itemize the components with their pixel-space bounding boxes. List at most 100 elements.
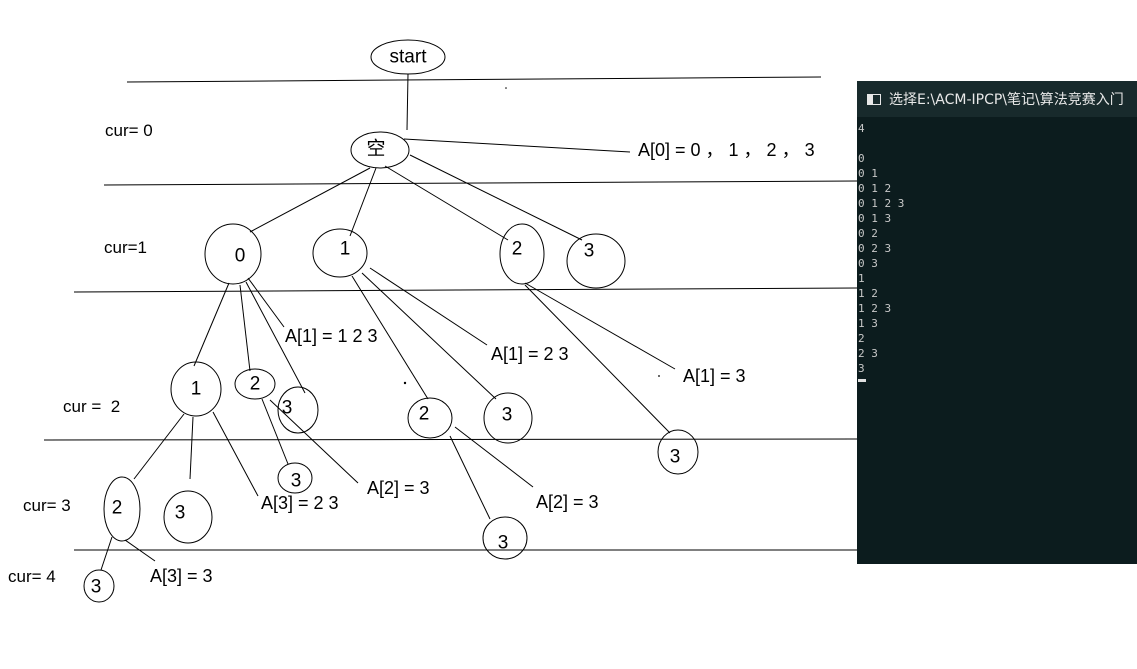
console-app-icon: [867, 93, 881, 105]
tree-node-1: [312, 228, 368, 278]
level-separator: [126, 76, 822, 83]
annotation-pointer: [369, 267, 488, 346]
node-label: 空: [366, 138, 385, 160]
console-line: 0 2 3: [858, 242, 892, 255]
level-label: cur= 0: [105, 121, 153, 140]
console-line: 3: [858, 362, 865, 375]
console-line: 1 2: [858, 287, 878, 300]
annotation-pointer: [269, 399, 359, 484]
level-label: cur = 2: [63, 397, 120, 416]
text-cursor: [858, 379, 866, 382]
tree-node-0: [204, 223, 262, 285]
node-label: 3: [282, 398, 293, 419]
tree-node-0-3: [277, 386, 319, 434]
annotation-pointer: [454, 426, 534, 488]
tree-edge: [189, 416, 194, 480]
tree-node-0-1: [170, 361, 222, 417]
console-line: 1 3: [858, 317, 878, 330]
tree-edge: [409, 154, 583, 241]
tree-node-0-2-3: [277, 462, 313, 494]
annotation-pointer: [124, 539, 156, 562]
node-label: 2: [512, 239, 523, 260]
node-label: start: [390, 47, 428, 68]
tree-node-0-1-2-3: [83, 569, 115, 603]
console-line: 1: [858, 272, 865, 285]
annotation-pointer: [524, 282, 676, 370]
node-label: 3: [670, 447, 681, 468]
tree-node-0-2: [234, 368, 276, 400]
console-output: 4 0 0 1 0 1 2 0 1 2 3 0 1 3 0 2 0 2 3 0 …: [858, 121, 904, 382]
tree-edge: [351, 275, 429, 400]
level-separator: [43, 438, 858, 441]
tree-edge: [406, 73, 409, 131]
tree-node-1-3: [483, 392, 533, 444]
console-line: 2 3: [858, 347, 878, 360]
console-title-bar[interactable]: 选择E:\ACM-IPCP\笔记\算法竞赛入门: [857, 81, 1137, 117]
tree-edge: [349, 167, 377, 237]
tree-node-0-1-2: [103, 476, 141, 542]
console-line: 1 2 3: [858, 302, 892, 315]
console-window[interactable]: 选择E:\ACM-IPCP\笔记\算法竞赛入门 4 0 0 1 0 1 2 0 …: [857, 81, 1137, 564]
tree-node-3: [566, 233, 626, 289]
console-line: 0 1 3: [858, 212, 892, 225]
annotation-label: A[3] = 2 3: [261, 493, 339, 513]
node-label: 3: [498, 533, 509, 554]
annotation-label: A[0] = 0 ， 1 ， 2 ， 3: [638, 140, 815, 160]
tree-edge: [524, 284, 671, 434]
console-line: 0: [858, 152, 865, 165]
annotation-pointer: [247, 277, 285, 328]
node-label: 2: [112, 498, 123, 519]
node-label: 0: [235, 246, 246, 267]
tree-edge: [449, 435, 491, 520]
node-label: 1: [191, 379, 202, 400]
tree-node-2-3: [657, 429, 699, 475]
annotation-label: A[1] = 2 3: [491, 344, 569, 364]
node-label: 3: [175, 503, 186, 524]
annotation-label: A[2] = 3: [367, 478, 430, 498]
tree-edge: [361, 272, 497, 400]
console-line: 0 3: [858, 257, 878, 270]
tree-edge: [212, 411, 259, 497]
node-label: 3: [91, 577, 102, 598]
tree-edge: [261, 398, 289, 465]
console-line: [858, 136, 904, 151]
level-label: cur= 3: [23, 496, 71, 515]
tree-edge: [384, 165, 509, 241]
stray-dot: [658, 375, 660, 377]
node-label: 1: [340, 239, 351, 260]
annotation-label: A[1] = 3: [683, 366, 746, 386]
annotation-label: A[1] = 1 2 3: [285, 326, 378, 346]
node-label: 2: [250, 374, 261, 395]
node-label: 3: [291, 471, 302, 492]
level-label: cur= 4: [8, 567, 56, 586]
console-line: 0 1: [858, 167, 878, 180]
annotation-label: A[2] = 3: [536, 492, 599, 512]
node-label: 3: [584, 241, 595, 262]
tree-node-2: [499, 223, 545, 285]
tree-node-1-2-3: [482, 516, 528, 560]
node-label: 3: [502, 405, 513, 426]
annotation-label: A[3] = 3: [150, 566, 213, 586]
annotation-pointer: [403, 138, 631, 153]
console-line: 0 1 2: [858, 182, 892, 195]
tree-edge: [133, 413, 185, 480]
tree-node-0-1-3: [163, 490, 213, 544]
tree-edge: [249, 167, 371, 233]
level-separator: [73, 287, 858, 293]
tree-node-root: [350, 131, 410, 169]
console-line: 0 1 2 3: [858, 197, 905, 210]
tree-edge: [245, 281, 306, 394]
level-label: cur=1: [104, 238, 147, 257]
console-line: 2: [858, 332, 865, 345]
level-separator: [103, 180, 858, 186]
console-line: 4: [858, 122, 865, 135]
stray-dot: [403, 381, 407, 385]
node-label: 2: [419, 404, 430, 425]
tree-edge: [239, 284, 251, 372]
tree-node-start: [370, 39, 446, 75]
console-line: 0 2: [858, 227, 878, 240]
stray-dot: [505, 87, 507, 89]
console-title: 选择E:\ACM-IPCP\笔记\算法竞赛入门: [889, 92, 1124, 108]
tree-node-1-2: [407, 397, 453, 439]
